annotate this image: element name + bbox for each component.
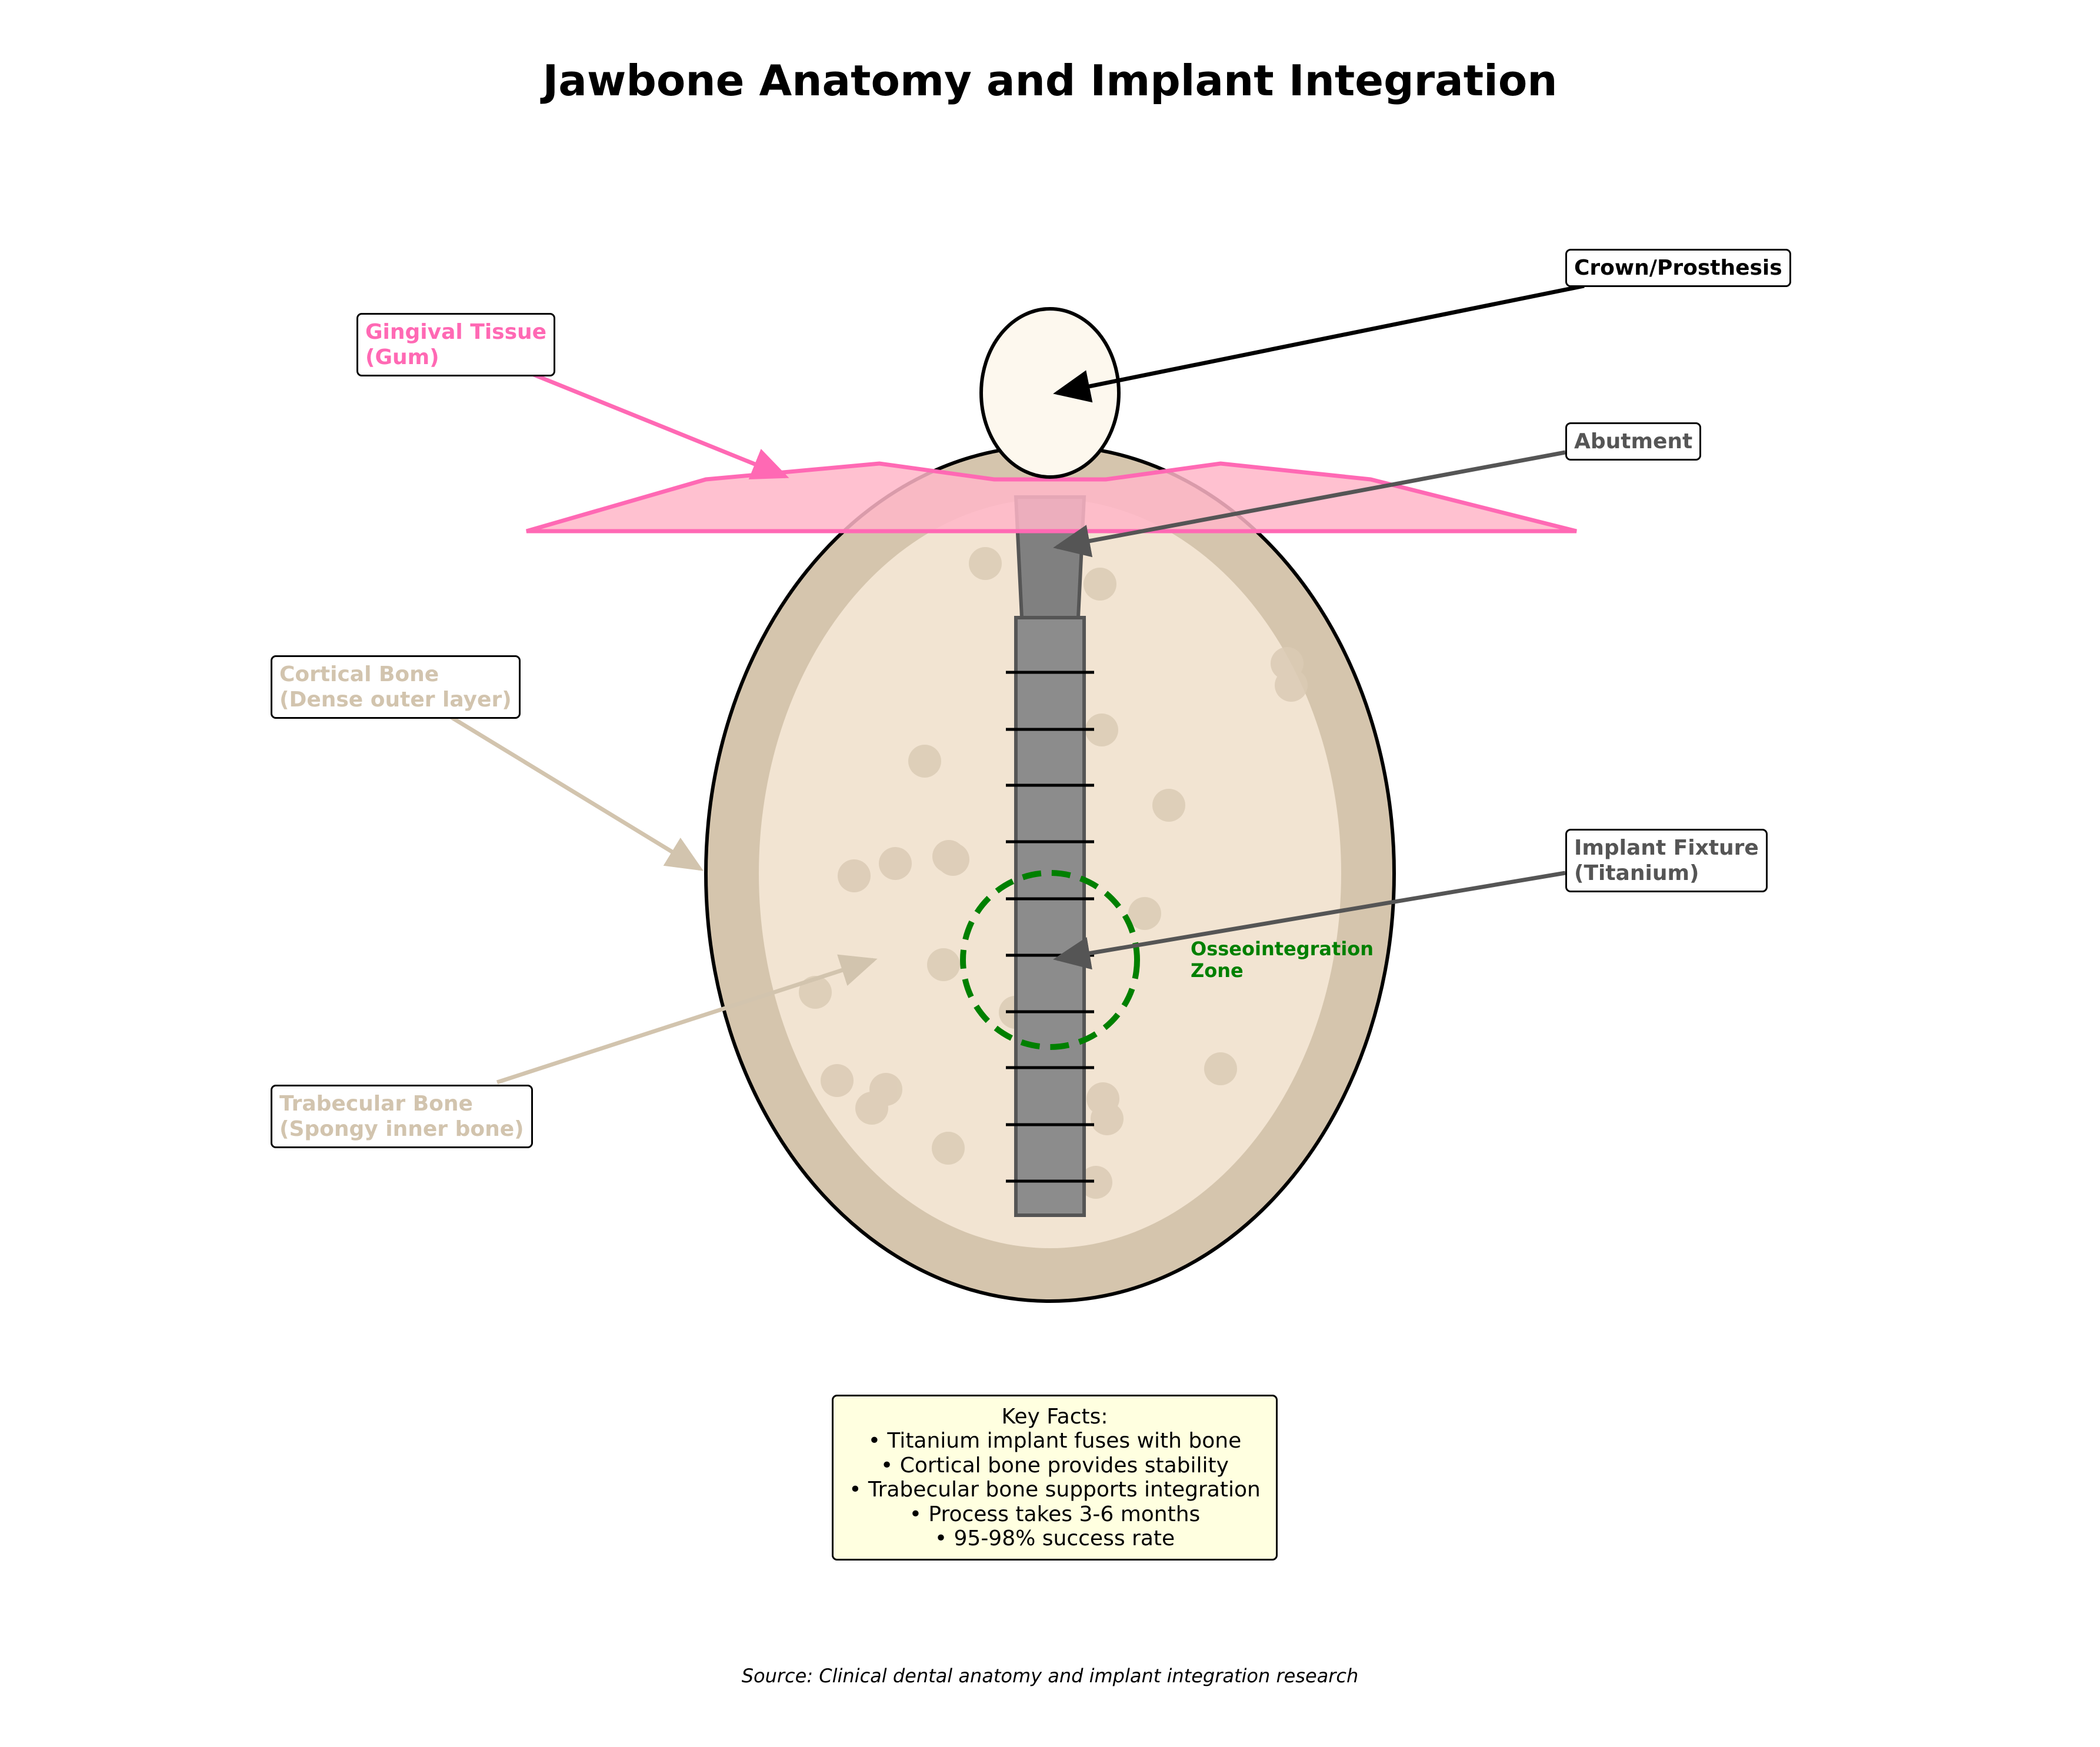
gingival-tissue-label: Gingival Tissue (Gum) bbox=[356, 313, 556, 377]
crown-prosthesis bbox=[979, 307, 1121, 479]
key-fact-item: • 95-98% success rate bbox=[934, 1526, 1175, 1551]
fixture-label-line2: (Titanium) bbox=[1574, 861, 1699, 886]
osseo-label-line1: Osseointegration bbox=[1191, 938, 1374, 960]
diagram-title: Jawbone Anatomy and Implant Integration bbox=[542, 56, 1558, 105]
crown-prosthesis-label: Crown/Prosthesis bbox=[1565, 249, 1791, 288]
key-fact-item: • Process takes 3-6 months bbox=[909, 1502, 1201, 1526]
key-fact-item: • Trabecular bone supports integration bbox=[849, 1478, 1261, 1502]
trabecular-spots bbox=[799, 547, 1308, 1199]
trabecular-label-line2: (Spongy inner bone) bbox=[279, 1117, 524, 1142]
cortical-arrow bbox=[446, 713, 704, 871]
key-facts-box: Key Facts: • Titanium implant fuses with… bbox=[832, 1395, 1278, 1561]
trabecular-label-line1: Trabecular Bone bbox=[279, 1092, 473, 1116]
implant-threads bbox=[1006, 671, 1094, 1183]
osseointegration-zone bbox=[960, 870, 1140, 1050]
implant-fixture-label: Implant Fixture (Titanium) bbox=[1565, 829, 1768, 893]
gingival-label-line1: Gingival Tissue bbox=[365, 320, 547, 344]
gingival-arrow bbox=[531, 372, 789, 479]
implant-fixture bbox=[1014, 616, 1086, 1217]
osseointegration-label: Osseointegration Zone bbox=[1191, 938, 1374, 982]
key-facts-heading: Key Facts: bbox=[1001, 1405, 1108, 1429]
osseo-label-line2: Zone bbox=[1191, 959, 1244, 982]
abutment-label-line1: Abutment bbox=[1574, 429, 1693, 454]
fixture-label-line1: Implant Fixture bbox=[1574, 836, 1759, 860]
crown-arrow bbox=[1053, 284, 1585, 403]
key-fact-item: • Titanium implant fuses with bone bbox=[868, 1429, 1242, 1453]
cortical-label-line1: Cortical Bone bbox=[279, 662, 439, 686]
trabecular-bone-label: Trabecular Bone (Spongy inner bone) bbox=[271, 1085, 533, 1149]
trabecular-arrow bbox=[496, 954, 878, 1085]
crown-label-line1: Crown/Prosthesis bbox=[1574, 256, 1782, 280]
fixture-arrow bbox=[1053, 871, 1566, 970]
source-note: Source: Clinical dental anatomy and impl… bbox=[741, 1665, 1359, 1687]
gingival-label-line2: (Gum) bbox=[365, 345, 439, 370]
abutment-arrow bbox=[1053, 450, 1566, 558]
key-fact-item: • Cortical bone provides stability bbox=[881, 1453, 1229, 1478]
cortical-label-line2: (Dense outer layer) bbox=[279, 688, 512, 712]
cortical-bone-label: Cortical Bone (Dense outer layer) bbox=[271, 655, 521, 719]
abutment-label: Abutment bbox=[1565, 422, 1702, 461]
